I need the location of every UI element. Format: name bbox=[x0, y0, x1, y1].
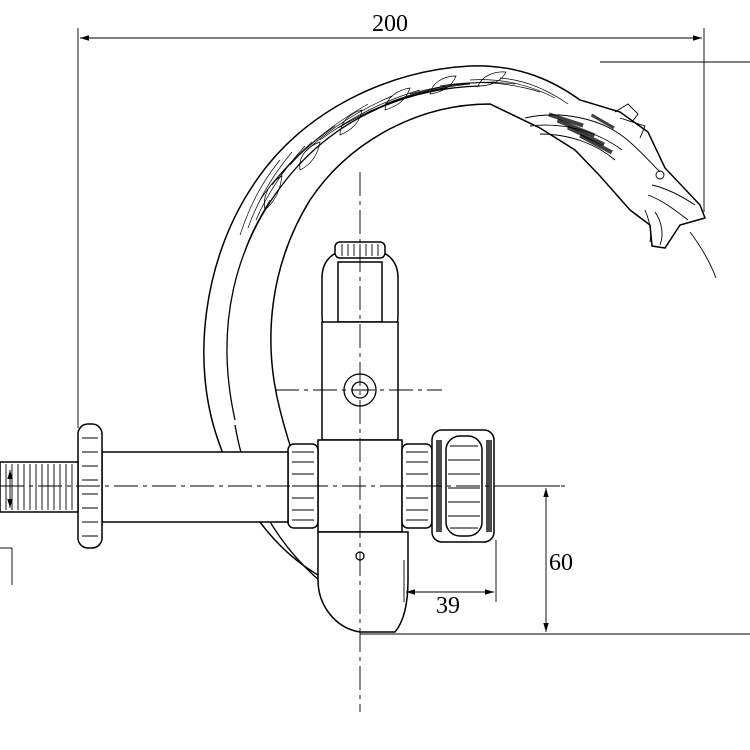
dimension-39: 39 bbox=[403, 540, 497, 619]
spout-scale-pattern bbox=[239, 71, 569, 251]
threaded-connector bbox=[0, 461, 79, 513]
wall-flange-rings bbox=[82, 437, 98, 537]
center-lines bbox=[0, 172, 565, 712]
spout-inner-line bbox=[226, 85, 481, 421]
inlet-pipe bbox=[101, 451, 289, 523]
spout-outline bbox=[203, 65, 706, 601]
dimension-label-39: 39 bbox=[436, 593, 460, 619]
dimension-label-60: 60 bbox=[549, 550, 573, 576]
dragon-spout bbox=[203, 65, 706, 601]
reference-arc bbox=[689, 231, 717, 279]
cap-facets bbox=[448, 445, 480, 529]
wall-inlet bbox=[0, 423, 289, 585]
dimension-60: 60 bbox=[360, 485, 750, 635]
mixer-lower-block bbox=[317, 531, 409, 633]
dimension-200: 200 bbox=[77, 11, 705, 428]
right-union-nut-facets bbox=[406, 451, 428, 521]
dragon-mane-dots bbox=[548, 112, 615, 155]
dimension-label-200: 200 bbox=[372, 11, 408, 37]
left-union-nut-facets bbox=[292, 451, 314, 521]
